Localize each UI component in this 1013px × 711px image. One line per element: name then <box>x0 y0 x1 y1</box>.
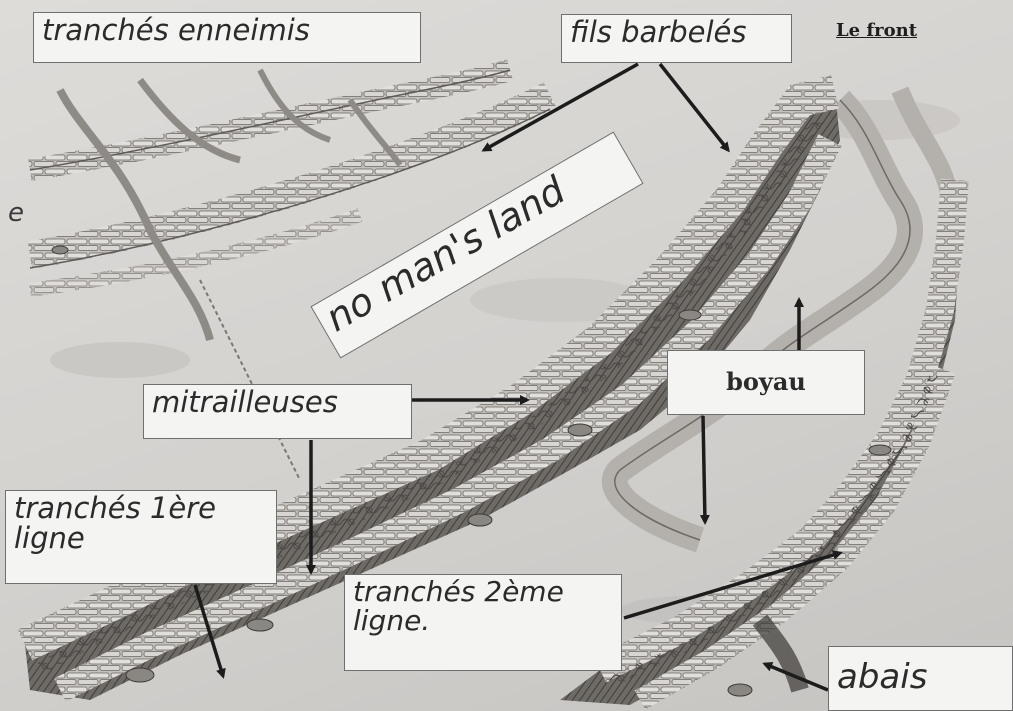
label-first-line: tranchés 1ère ligne <box>5 490 277 584</box>
label-enemy-trenches: tranchés enneimis <box>33 12 421 63</box>
label-second-line: tranchés 2ème ligne. <box>344 574 622 671</box>
margin-letter: e <box>8 198 24 228</box>
label-machine-guns: mitrailleuses <box>143 384 412 439</box>
arrow-barbed-wire-right <box>660 64 728 150</box>
label-shelters: abais <box>828 646 1013 711</box>
label-barbed-wire: fils barbelés <box>561 14 792 63</box>
label-boyau: boyau <box>667 350 865 415</box>
diagram-title: Le front <box>836 20 917 41</box>
arrow-boyau-down <box>703 416 705 522</box>
